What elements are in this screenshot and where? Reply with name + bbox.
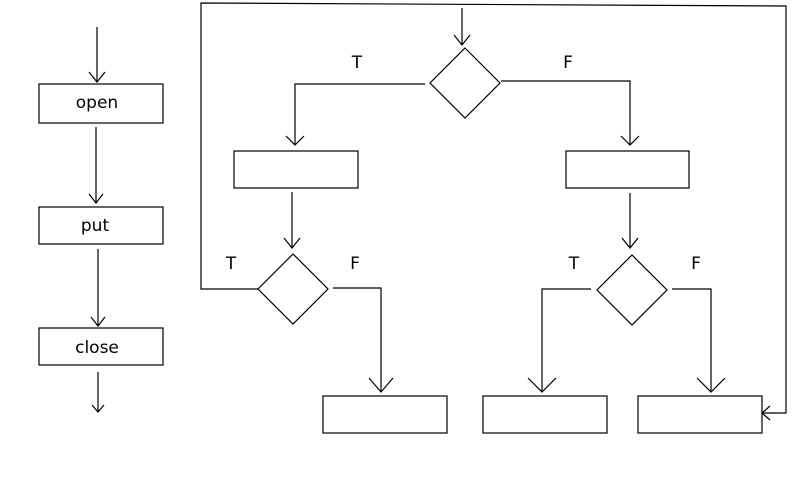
left-process-box: [233, 150, 359, 189]
right-true-arrowhead: [527, 377, 557, 393]
top-false-label: F: [563, 53, 573, 73]
left-false-label: F: [350, 254, 360, 274]
main-flowchart: T F T F T F: [200, 2, 787, 434]
left-false-edge: [333, 287, 382, 392]
left-process-down-arrowhead: [283, 237, 301, 249]
entry-arrowhead-open: [88, 71, 106, 83]
top-decision-diamond: [429, 47, 501, 119]
top-true-edge: [294, 83, 425, 145]
bottom-middle-process-box: [482, 395, 608, 434]
put-to-close-arrowhead: [90, 316, 106, 327]
close-label: close: [75, 338, 119, 358]
top-entry-arrowhead: [453, 34, 471, 46]
close-box: [38, 327, 164, 366]
top-true-label: T: [351, 53, 363, 73]
open-to-put-arrowhead: [88, 193, 104, 204]
top-false-arrowhead: [620, 135, 640, 146]
open-box: [38, 83, 164, 124]
right-process-box: [565, 150, 690, 189]
top-false-edge: [501, 80, 631, 145]
loop-back-edge: [200, 2, 787, 414]
right-false-arrowhead: [696, 377, 726, 393]
right-false-edge: [672, 288, 712, 392]
right-true-label: T: [568, 254, 580, 274]
right-decision-diamond: [596, 254, 668, 326]
left-sequence: open put close: [38, 27, 164, 413]
left-true-label: T: [225, 254, 237, 274]
top-true-arrowhead: [285, 135, 305, 146]
right-true-edge: [541, 288, 591, 392]
put-label: put: [81, 216, 110, 236]
left-decision-diamond: [257, 253, 329, 325]
exit-arrowhead-close: [91, 404, 105, 413]
right-false-label: F: [691, 254, 701, 274]
bottom-left-process-box: [322, 395, 448, 434]
put-box: [38, 206, 164, 245]
open-label: open: [76, 93, 118, 113]
right-process-down-arrowhead: [621, 237, 639, 249]
left-false-arrowhead: [368, 377, 394, 393]
bottom-right-process-box: [637, 395, 763, 434]
